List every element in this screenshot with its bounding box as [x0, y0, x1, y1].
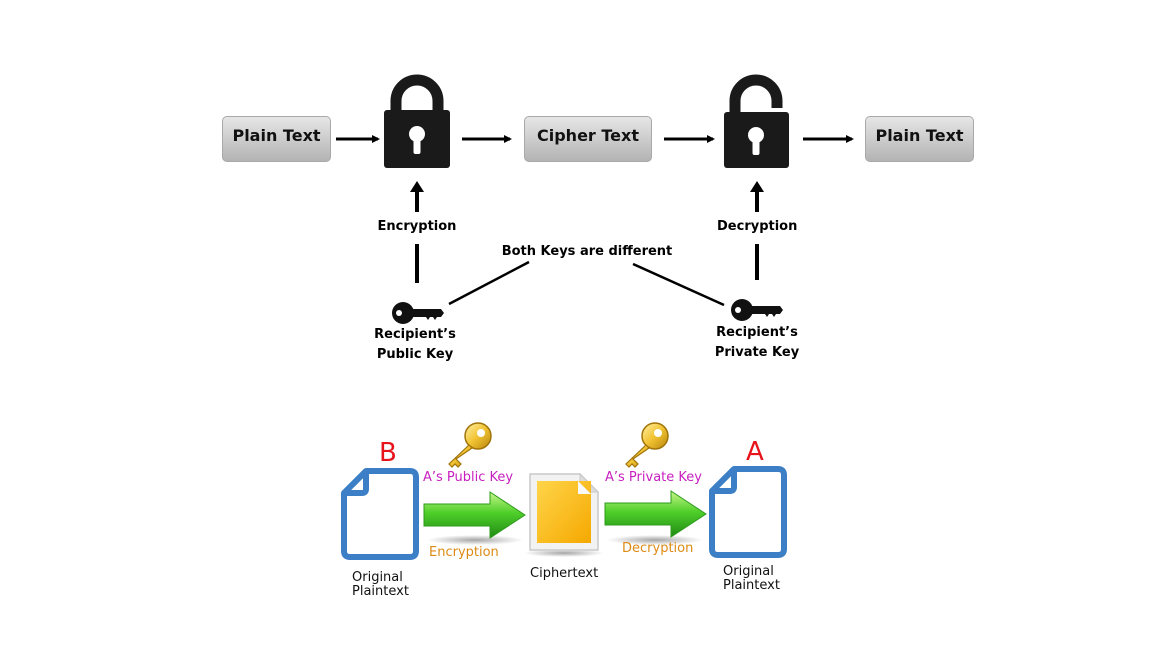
key-icon: [392, 302, 444, 324]
original-line1: Original: [723, 564, 774, 579]
plain-text-label: Plain Text: [232, 125, 321, 145]
gold-key-icon: [625, 422, 669, 468]
original-line2: Plaintext: [352, 584, 409, 599]
private-key-label: Recipient’s Private Key: [709, 323, 805, 363]
key-icon: [731, 299, 783, 321]
cipher-document-icon: [524, 472, 604, 557]
plain-text-box-left: Plain Text: [222, 116, 331, 162]
original-plaintext-right: Original Plaintext: [723, 565, 780, 593]
encryption-label: Encryption: [377, 219, 457, 234]
public-key-label: A’s Public Key: [423, 470, 514, 485]
public-key-line1: Recipient’s: [374, 327, 456, 342]
public-key-line2: Public Key: [376, 347, 454, 362]
plain-text-box-right: Plain Text: [865, 116, 974, 162]
original-line1: Original: [352, 570, 403, 585]
letter-a: A: [746, 437, 764, 467]
private-key-line1: Recipient’s: [716, 325, 798, 340]
decryption-label: Decryption: [717, 219, 798, 234]
lock-icon: [384, 74, 450, 168]
original-plaintext-left: Original Plaintext: [352, 571, 409, 599]
ciphertext-label: Ciphertext: [530, 566, 599, 581]
decryption-label: Decryption: [622, 541, 694, 556]
gold-key-icon: [448, 422, 492, 468]
private-key-line2: Private Key: [714, 345, 800, 360]
unlock-icon: [724, 74, 789, 168]
plain-text-label: Plain Text: [875, 125, 964, 145]
both-keys-label: Both Keys are different: [501, 244, 673, 259]
encryption-label: Encryption: [429, 545, 499, 560]
original-line2: Plaintext: [723, 578, 780, 593]
document-icon: [341, 468, 419, 560]
public-key-label: Recipient’s Public Key: [368, 325, 462, 365]
green-arrow-icon: [604, 490, 707, 545]
document-icon: [709, 466, 787, 558]
cipher-text-box: Cipher Text: [524, 116, 652, 162]
letter-b: B: [379, 438, 397, 468]
private-key-label: A’s Private Key: [605, 470, 702, 485]
green-arrow-icon: [423, 491, 526, 545]
cipher-text-label: Cipher Text: [537, 125, 639, 145]
